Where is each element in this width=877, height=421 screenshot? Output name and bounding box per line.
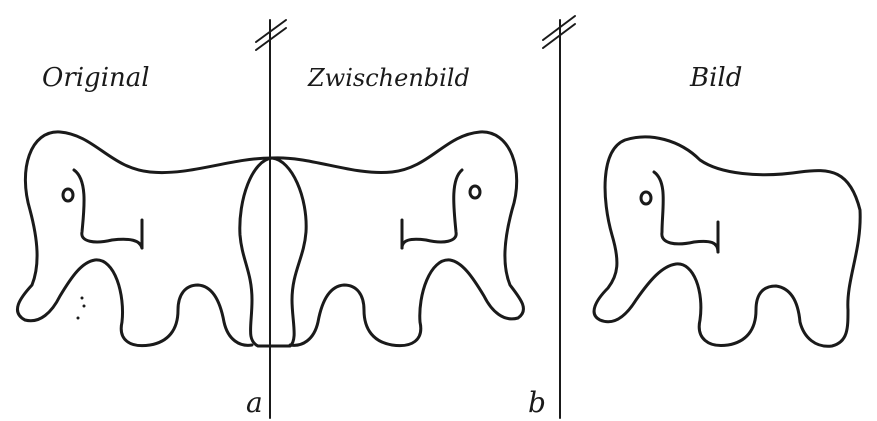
elephant-intermediate [272,132,523,346]
elephant-original [17,132,272,346]
elephant-image [594,137,860,346]
label-mirror-b: b [528,386,546,419]
trunk-overlap [240,158,306,346]
mirror-line-b [543,16,575,418]
label-original: Original [42,63,150,93]
label-image: Bild [689,63,742,93]
label-intermediate: Zwischenbild [307,64,470,92]
label-mirror-a: a [246,386,263,419]
mirror-line-a [256,20,286,418]
